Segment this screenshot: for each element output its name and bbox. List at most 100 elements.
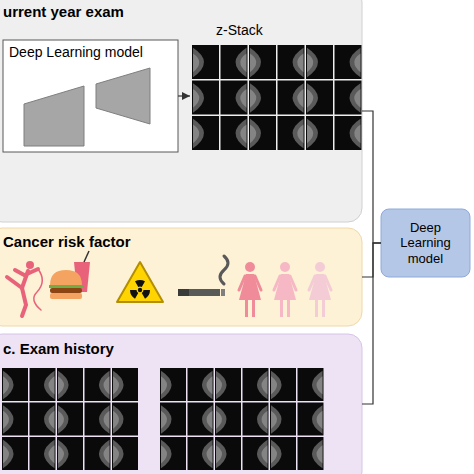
trefoil-blade bbox=[142, 290, 150, 299]
panel-shape bbox=[0, 334, 362, 474]
mammogram-image bbox=[57, 368, 83, 401]
breast-tissue bbox=[113, 371, 124, 400]
mammogram-grid bbox=[192, 45, 362, 150]
breast-tissue bbox=[236, 83, 247, 113]
breast-tissue bbox=[44, 440, 55, 469]
history-panel: c. Exam history bbox=[0, 334, 362, 474]
breast-tissue bbox=[3, 376, 9, 394]
mammogram-image bbox=[335, 81, 362, 115]
breast-tissue bbox=[312, 371, 323, 400]
breast-tissue bbox=[207, 445, 213, 463]
breast-tissue bbox=[257, 371, 268, 400]
node-label: urrent year exam bbox=[3, 3, 358, 21]
breast-tissue bbox=[216, 440, 227, 469]
breast-tissue bbox=[216, 445, 222, 463]
panel-shape bbox=[0, 228, 362, 326]
breast-tissue bbox=[236, 48, 247, 78]
breast-tissue bbox=[216, 405, 227, 434]
breast-tissue bbox=[236, 119, 247, 149]
model-box: Deep Learning model bbox=[381, 209, 470, 277]
mammogram-grid bbox=[2, 368, 138, 470]
breast-tissue bbox=[293, 83, 304, 113]
panel-shape bbox=[3, 40, 178, 152]
breast-tissue bbox=[307, 83, 318, 113]
mammogram-image bbox=[278, 81, 305, 115]
mammogram-image bbox=[335, 116, 362, 150]
breast-tissue bbox=[354, 125, 360, 144]
breast-tissue bbox=[193, 89, 199, 108]
breast-tissue bbox=[257, 440, 268, 469]
mammogram-image bbox=[270, 403, 296, 436]
mammogram-image bbox=[249, 81, 276, 115]
breast-tissue bbox=[113, 411, 119, 429]
mammogram-image bbox=[221, 116, 248, 150]
mammogram-image bbox=[112, 368, 138, 401]
breast-tissue bbox=[307, 48, 318, 78]
breast-tissue bbox=[207, 411, 213, 429]
trefoil-blade bbox=[130, 290, 138, 299]
breast-tissue bbox=[161, 440, 172, 469]
breast-tissue bbox=[307, 125, 313, 144]
women-icons bbox=[239, 262, 331, 317]
breast-tissue bbox=[58, 376, 64, 394]
node-label: Deep Learning model bbox=[9, 44, 172, 61]
mammogram-image bbox=[57, 437, 83, 470]
breast-tissue bbox=[58, 445, 64, 463]
breast-tissue bbox=[161, 405, 172, 434]
breast-tissue bbox=[271, 411, 277, 429]
breast-tissue bbox=[216, 411, 222, 429]
breast-tissue bbox=[3, 371, 14, 400]
mammogram-image bbox=[306, 81, 333, 115]
mammogram-image bbox=[306, 116, 333, 150]
breast-tissue bbox=[3, 440, 14, 469]
breast-tissue bbox=[58, 405, 69, 434]
mammogram-image bbox=[85, 437, 111, 470]
mammogram-image bbox=[188, 403, 214, 436]
decoder-shape bbox=[96, 68, 150, 124]
breast-tissue bbox=[202, 371, 213, 400]
breast-tissue bbox=[240, 125, 246, 144]
mammogram-grid bbox=[160, 368, 324, 470]
mammogram-image bbox=[243, 368, 269, 401]
breast-tissue bbox=[113, 445, 119, 463]
breast-tissue bbox=[350, 119, 361, 149]
breast-tissue bbox=[354, 54, 360, 73]
mammogram-image bbox=[112, 403, 138, 436]
breast-tissue bbox=[44, 371, 55, 400]
mammogram-image bbox=[306, 45, 333, 79]
breast-tissue bbox=[113, 405, 124, 434]
mammogram-image bbox=[249, 45, 276, 79]
breast-tissue bbox=[113, 376, 119, 394]
zstack-group: z-Stack bbox=[190, 22, 364, 152]
breast-tissue bbox=[262, 445, 268, 463]
breast-tissue bbox=[257, 405, 268, 434]
trefoil-blade bbox=[135, 280, 145, 287]
breast-tissue bbox=[317, 445, 323, 463]
breast-tissue bbox=[271, 445, 277, 463]
mammogram-image bbox=[335, 45, 362, 79]
mammogram-image bbox=[192, 116, 219, 150]
mammogram-image bbox=[2, 368, 28, 401]
breast-tissue bbox=[3, 411, 9, 429]
mammogram-image bbox=[85, 368, 111, 401]
mammogram-image bbox=[188, 437, 214, 470]
breast-tissue bbox=[293, 119, 304, 149]
mammogram-image bbox=[243, 403, 269, 436]
breast-tissue bbox=[193, 54, 199, 73]
mammogram-image bbox=[278, 116, 305, 150]
model-box: Deep Learning model bbox=[3, 40, 178, 152]
breast-tissue bbox=[202, 440, 213, 469]
breast-tissue bbox=[312, 405, 323, 434]
breast-tissue bbox=[271, 405, 282, 434]
woman-icon bbox=[239, 262, 261, 317]
breast-tissue bbox=[271, 376, 277, 394]
breast-tissue bbox=[271, 371, 282, 400]
breast-tissue bbox=[262, 376, 268, 394]
breast-tissue bbox=[193, 125, 199, 144]
breast-tissue bbox=[49, 376, 55, 394]
mammogram-image bbox=[243, 437, 269, 470]
breast-tissue bbox=[262, 411, 268, 429]
breast-tissue bbox=[250, 83, 261, 113]
breast-tissue bbox=[113, 440, 124, 469]
